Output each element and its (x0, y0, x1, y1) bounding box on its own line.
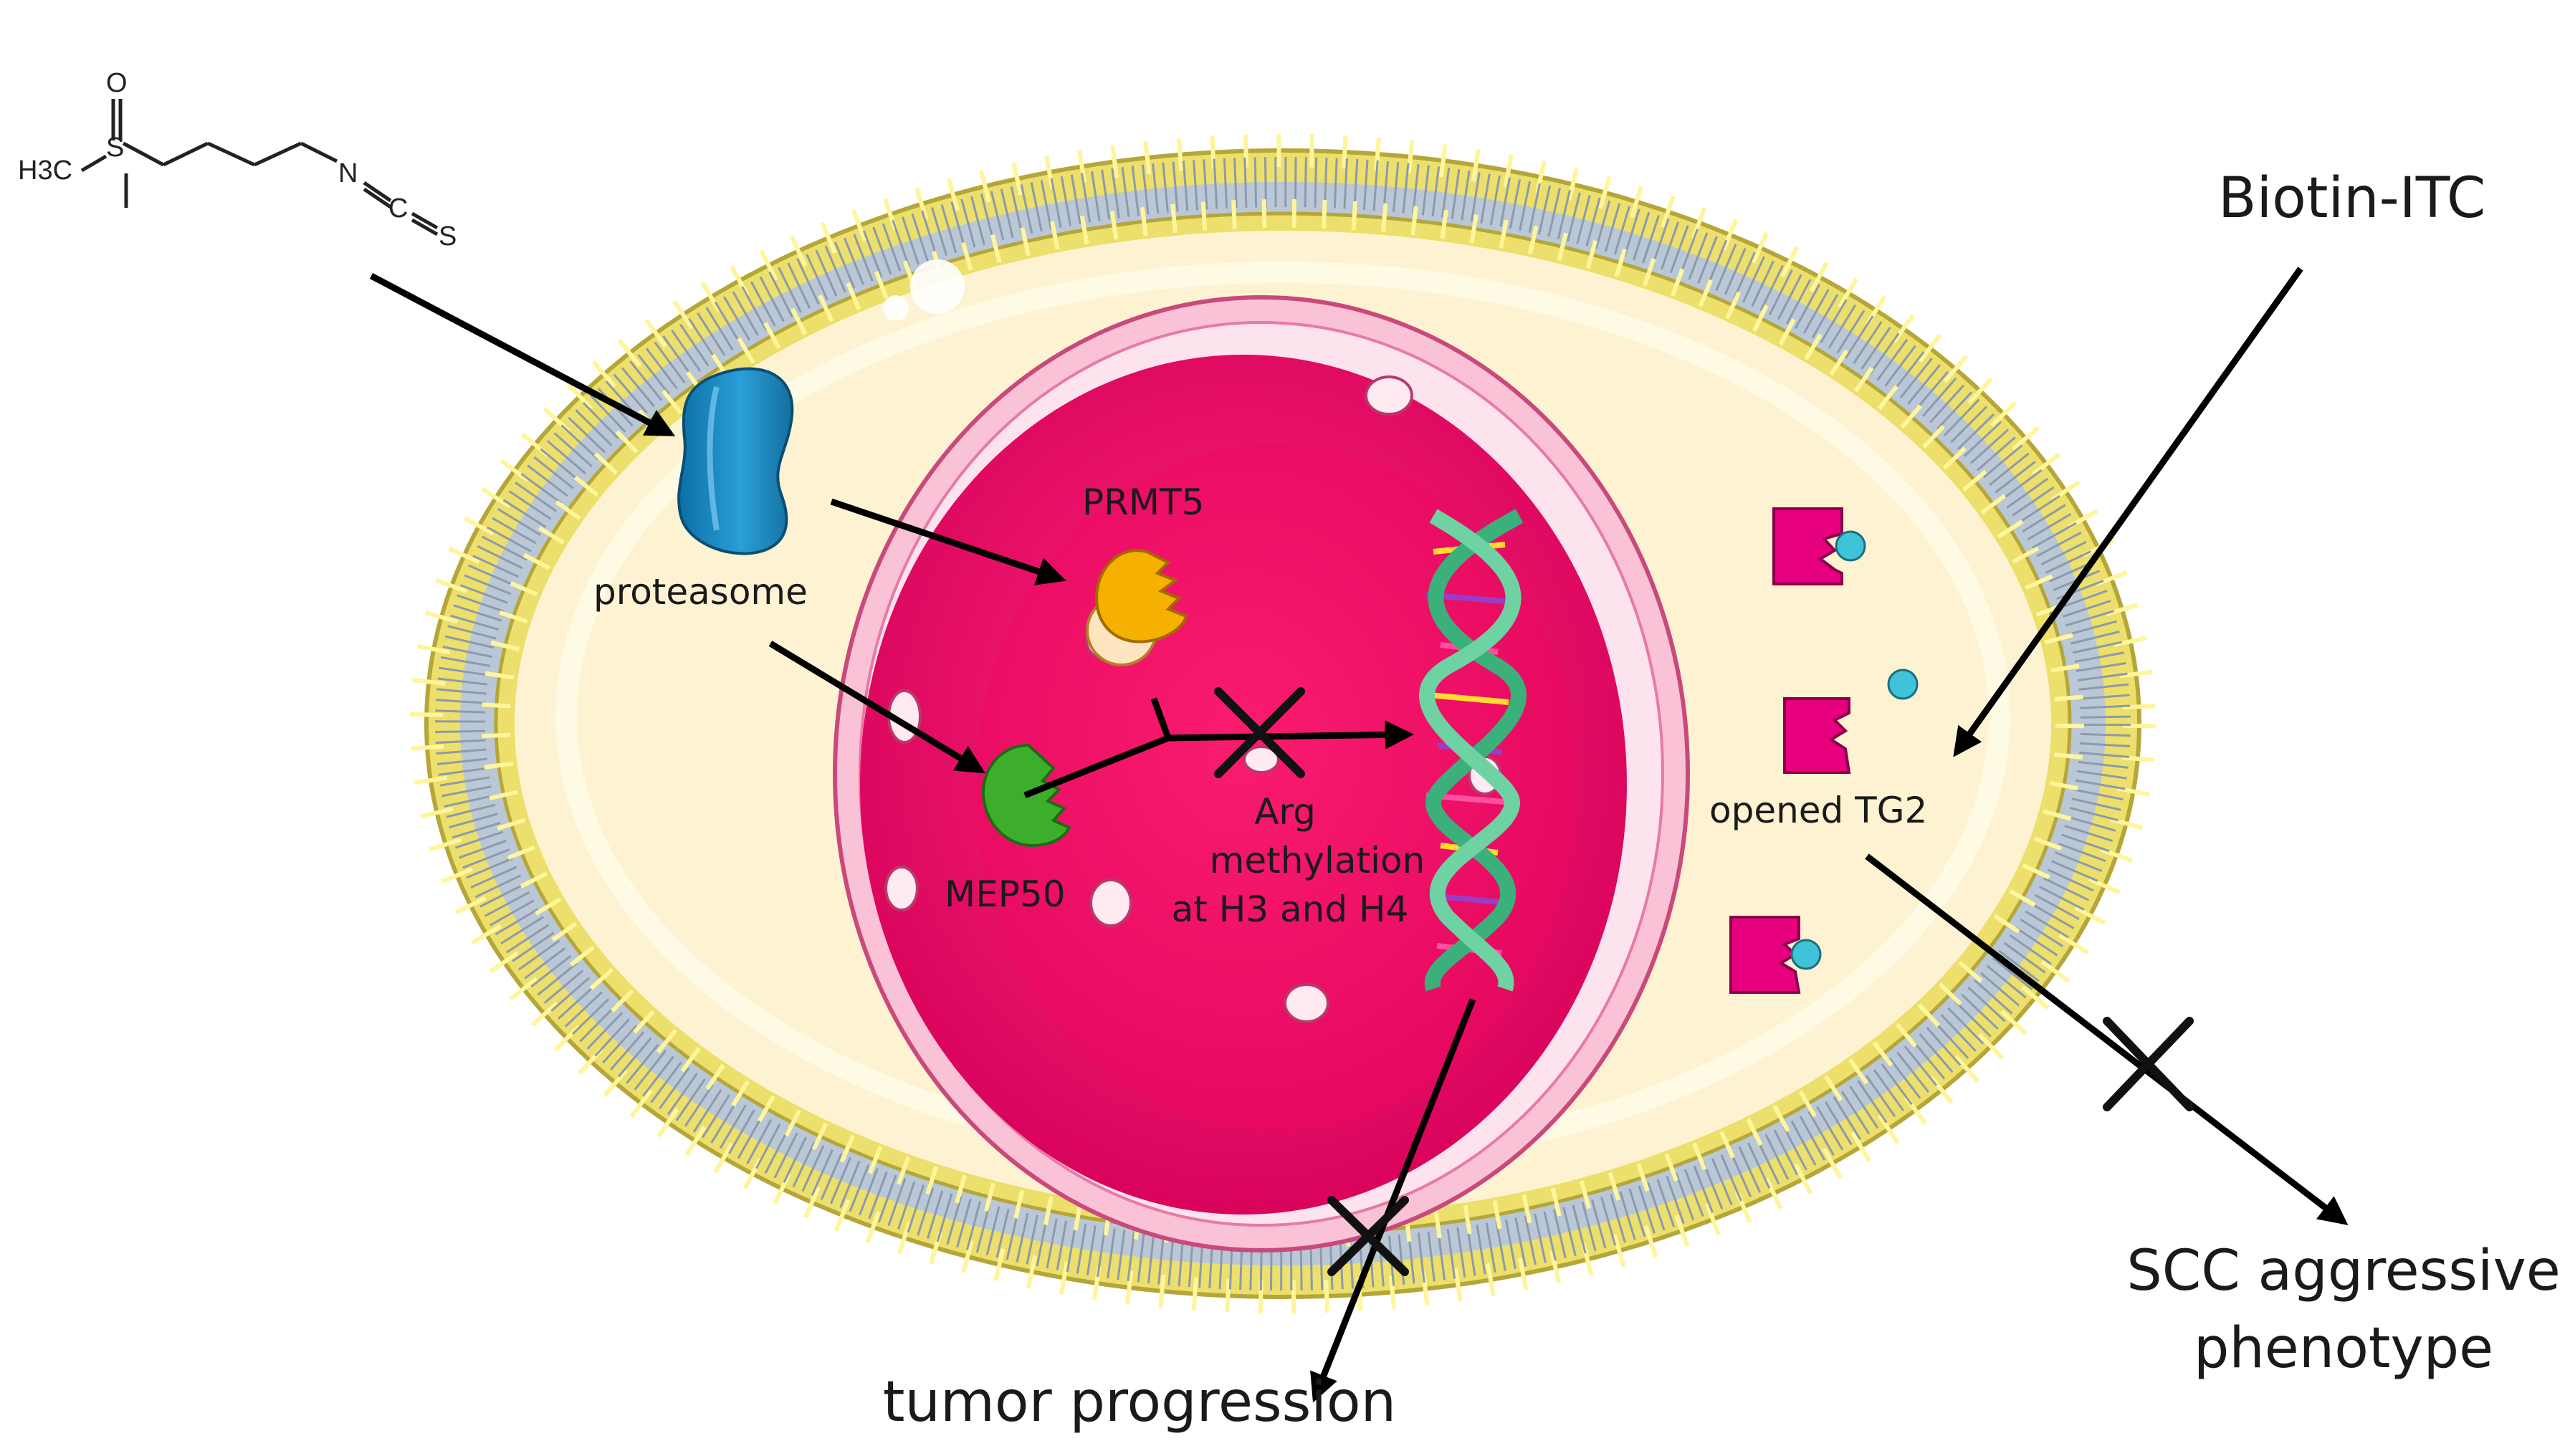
biotin-itc-label: Biotin-ITC (2218, 166, 2485, 231)
proteasome-icon (677, 367, 794, 555)
molecule-n-label: N (338, 158, 358, 188)
molecule-s2-label: S (439, 221, 457, 252)
arrows (369, 267, 2349, 1403)
molecule-s-label: S (106, 133, 124, 163)
scc-aggressive-label-line2: phenotype (2194, 1316, 2493, 1381)
proteasome-label: proteasome (593, 571, 808, 613)
dna-helix-icon (1419, 509, 1527, 992)
arg-methylation-label-line2: methylation (1210, 840, 1425, 881)
inhibition-cross-icon (1214, 687, 2194, 1276)
tg2-icon-top (1772, 507, 1866, 585)
arrow-molecule-to-proteasome (369, 273, 676, 436)
tg2-icon-bottom (1729, 916, 1822, 994)
nucleus (833, 295, 1690, 1253)
molecule-c-label: C (388, 193, 408, 224)
scc-aggressive-label-line1: SCC aggressive (2126, 1239, 2561, 1303)
arrow-proteasome-to-prmt5 (830, 498, 1066, 585)
prmt5-icon (1086, 549, 1188, 666)
tumor-progression-label: tumor progression (883, 1370, 1396, 1435)
molecule-h3c-label: H3C (18, 155, 72, 186)
molecule-o-label: O (106, 68, 128, 98)
prmt5-label: PRMT5 (1082, 482, 1204, 523)
cytoplasm-bubbles (883, 259, 965, 321)
arrow-biotin-itc-to-tg2 (1953, 267, 2303, 757)
biotin-ligand-icon-free (1887, 669, 1919, 700)
arg-methylation-label-line1: Arg (1254, 791, 1316, 833)
opened-tg2-label: opened TG2 (1709, 790, 1927, 831)
arrow-proteasome-to-mep50 (768, 641, 985, 774)
biotin-ligand-icon (1790, 939, 1822, 970)
arg-methylation-label-line3: at H3 and H4 (1172, 889, 1409, 930)
arrow-complex-to-dna (1167, 720, 1415, 749)
arrow-dna-to-tumor-progression (1310, 998, 1476, 1403)
biotin-ligand-icon (1835, 530, 1866, 562)
chemical-structure-icon (80, 99, 439, 236)
arrow-tg2-to-scc (1865, 853, 2349, 1225)
mep50-label: MEP50 (945, 873, 1066, 915)
tg2-icon-middle (1783, 697, 1851, 774)
